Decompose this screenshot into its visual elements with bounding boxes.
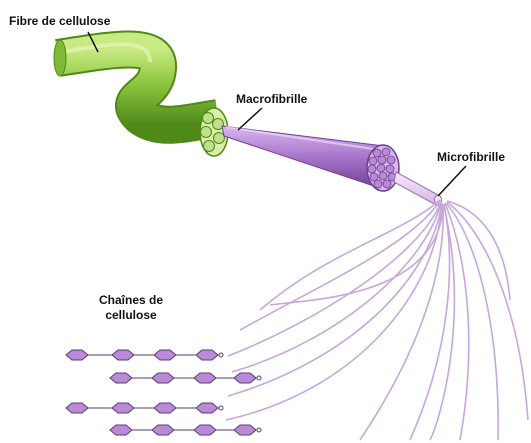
label-microfibril: Microfibrille (437, 150, 505, 164)
label-chains-line2: cellulose (99, 308, 163, 323)
label-cellulose-chains: Chaînes de cellulose (99, 293, 163, 323)
chain-row (66, 350, 223, 360)
cellulose-strands (226, 200, 528, 440)
leader-macro (238, 108, 262, 130)
label-chains-line1: Chaînes de (99, 293, 163, 308)
label-macrofibril: Macrofibrille (236, 92, 307, 106)
cellulose-fibre (54, 40, 218, 125)
label-fibre: Fibre de cellulose (9, 14, 110, 28)
cellulose-chains (66, 350, 261, 435)
leader-micro (438, 166, 466, 196)
chain-row (66, 403, 223, 413)
macrofibril (222, 126, 399, 191)
chain-row (110, 373, 261, 383)
chain-row (110, 425, 261, 435)
microfibril (394, 172, 442, 205)
